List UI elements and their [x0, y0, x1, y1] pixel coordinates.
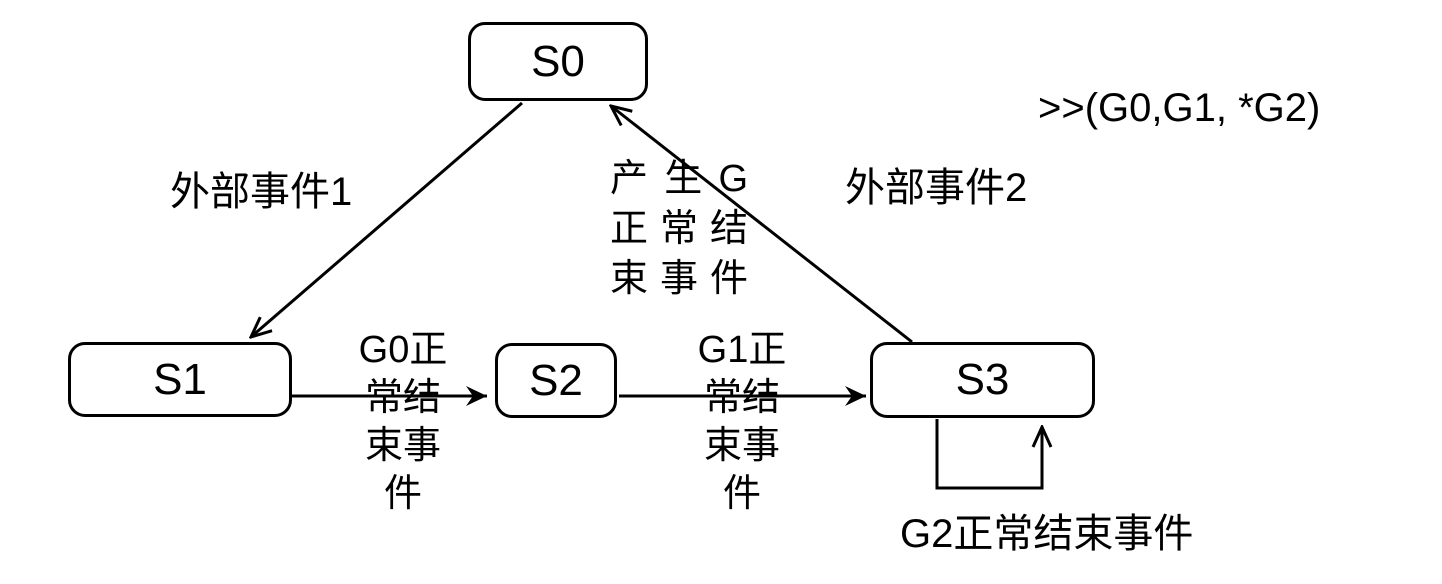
transition-label-external-event-2: 外部事件2 [845, 166, 1028, 210]
state-s1-label: S1 [153, 354, 207, 404]
annotation-g0-g1-g2: >>(G0,G1, *G2) [1038, 86, 1321, 130]
label-line: 束事 [703, 425, 780, 467]
state-s2-label: S2 [529, 355, 583, 405]
state-s3-label: S3 [955, 355, 1010, 404]
state-s2: S2 [495, 343, 617, 418]
label-line: 束事 [364, 425, 441, 467]
transition-label-g0-normal-end: G0正 常结 束事 件 [333, 326, 473, 518]
label-line: 常结 [364, 377, 441, 419]
label-line: G0正 [358, 329, 448, 371]
transition-label-external-event-1: 外部事件1 [170, 170, 353, 214]
transition-label-g1-normal-end: G1正 常结 束事 件 [672, 326, 812, 518]
label-line: 件 [383, 473, 422, 515]
label-line: G1正 [697, 329, 787, 371]
arrow-s3-to-s0 [611, 106, 913, 344]
transition-label-produce-g-normal-end: 产生G 正常结 束事件 [610, 154, 748, 304]
label-line: 件 [722, 473, 761, 515]
arrow-s3-self-loop [935, 419, 1042, 490]
label-line: 束事件 [610, 258, 748, 300]
transition-label-g2-normal-end: G2正常结束事件 [900, 512, 1194, 556]
label-line: 正常结 [610, 208, 748, 250]
state-s1: S1 [68, 342, 292, 417]
arrow-s0-to-s1 [251, 101, 523, 337]
label-line: 常结 [703, 377, 780, 419]
label-line: 产生G [610, 158, 748, 200]
state-s3: S3 [870, 342, 1095, 418]
state-s0-label: S0 [531, 36, 585, 86]
state-s0: S0 [468, 22, 648, 101]
